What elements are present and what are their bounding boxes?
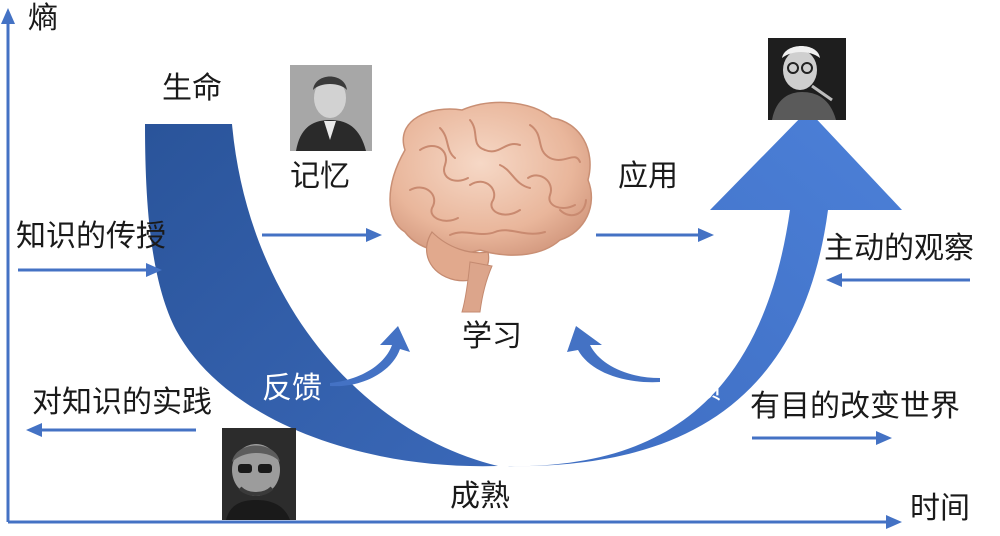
arrow-memory-to-brain — [262, 228, 382, 242]
arrow-brain-to-application — [596, 228, 714, 242]
arrow-observation-in — [826, 273, 970, 287]
portrait-icon — [768, 38, 846, 120]
curve-left-half — [145, 124, 498, 467]
portrait-icon — [290, 65, 372, 151]
application-label: 应用 — [618, 159, 678, 194]
learning-label: 学习 — [462, 319, 522, 354]
arrow-practice-out — [26, 423, 196, 437]
feedback-arrow-right — [567, 326, 660, 383]
feedback-arrow-left — [330, 326, 410, 387]
feedback-label-left: 反馈 — [262, 371, 322, 406]
knowledge-practice-label: 对知识的实践 — [32, 385, 212, 420]
active-observation-label: 主动的观察 — [824, 231, 974, 266]
memory-label: 记忆 — [290, 159, 350, 194]
arrow-change-world-out — [752, 431, 892, 445]
brain-icon — [389, 101, 593, 313]
portrait-icon — [222, 428, 296, 520]
maturity-label: 成熟 — [450, 479, 510, 514]
y-axis-label: 熵 — [28, 1, 58, 36]
feedback-label-right: 反馈 — [662, 371, 722, 406]
curve-right-half — [498, 110, 902, 467]
x-axis-arrowhead — [886, 515, 902, 529]
arrow-knowledge-in — [18, 263, 162, 277]
x-axis-label: 时间 — [910, 491, 970, 526]
change-world-label: 有目的改变世界 — [750, 389, 960, 424]
knowledge-transmission-label: 知识的传授 — [16, 219, 166, 254]
y-axis-arrowhead — [1, 8, 15, 24]
life-label: 生命 — [162, 71, 222, 106]
